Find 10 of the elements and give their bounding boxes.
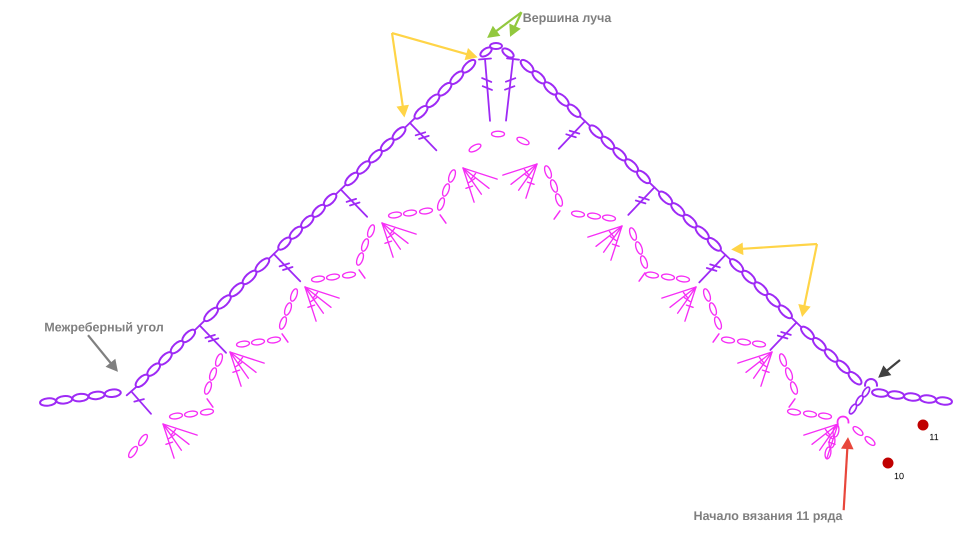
callout-label: Начало вязания 11 ряда <box>694 511 843 523</box>
callout-label: Вершина луча <box>524 13 612 25</box>
arc-symbol <box>864 378 878 387</box>
callout-label: Межреберный угол <box>45 322 163 334</box>
row-number: 10 <box>894 472 904 480</box>
stitch-symbol <box>698 250 731 284</box>
stitch-symbol <box>404 118 438 152</box>
stitch-symbol <box>769 317 802 351</box>
stitch-symbol <box>478 58 493 122</box>
row-number: 11 <box>930 434 938 440</box>
